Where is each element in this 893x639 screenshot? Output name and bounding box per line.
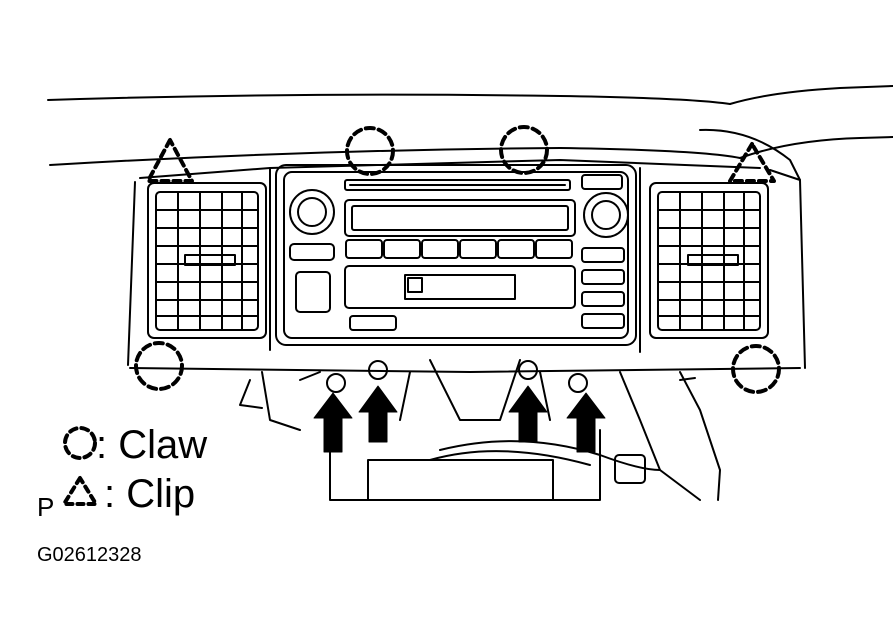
clip-fasteners — [326, 360, 588, 393]
legend-claw-label: : Claw — [96, 423, 208, 467]
push-arrow — [566, 392, 606, 453]
push-arrow — [358, 385, 398, 443]
dashed-circle-icon — [63, 426, 97, 460]
right-air-vent — [649, 182, 769, 339]
claw-marker — [345, 126, 395, 176]
page-marker: P — [37, 492, 55, 522]
claw-marker — [499, 125, 549, 175]
lower-structure — [239, 359, 721, 501]
figure-code: G02612328 — [37, 544, 142, 566]
tuning-knob — [583, 192, 629, 238]
legend-clip-label: : Clip — [104, 472, 196, 516]
display-window — [344, 199, 576, 237]
clip-marker — [146, 138, 194, 183]
dashed-triangle-icon — [62, 476, 98, 506]
clip-marker — [728, 142, 776, 183]
legend-symbols — [62, 426, 98, 506]
disc-slot — [344, 179, 571, 191]
audio-unit — [275, 164, 637, 346]
push-arrows — [313, 385, 606, 453]
clip-markers — [146, 138, 776, 183]
claw-markers — [134, 125, 781, 394]
claw-marker — [134, 341, 184, 391]
claw-marker — [731, 344, 781, 394]
left-air-vent — [147, 182, 267, 339]
cassette-slot — [344, 265, 576, 309]
volume-knob — [289, 189, 335, 235]
push-arrow — [508, 385, 548, 443]
dashboard-top — [47, 85, 893, 181]
push-arrow — [313, 392, 353, 453]
